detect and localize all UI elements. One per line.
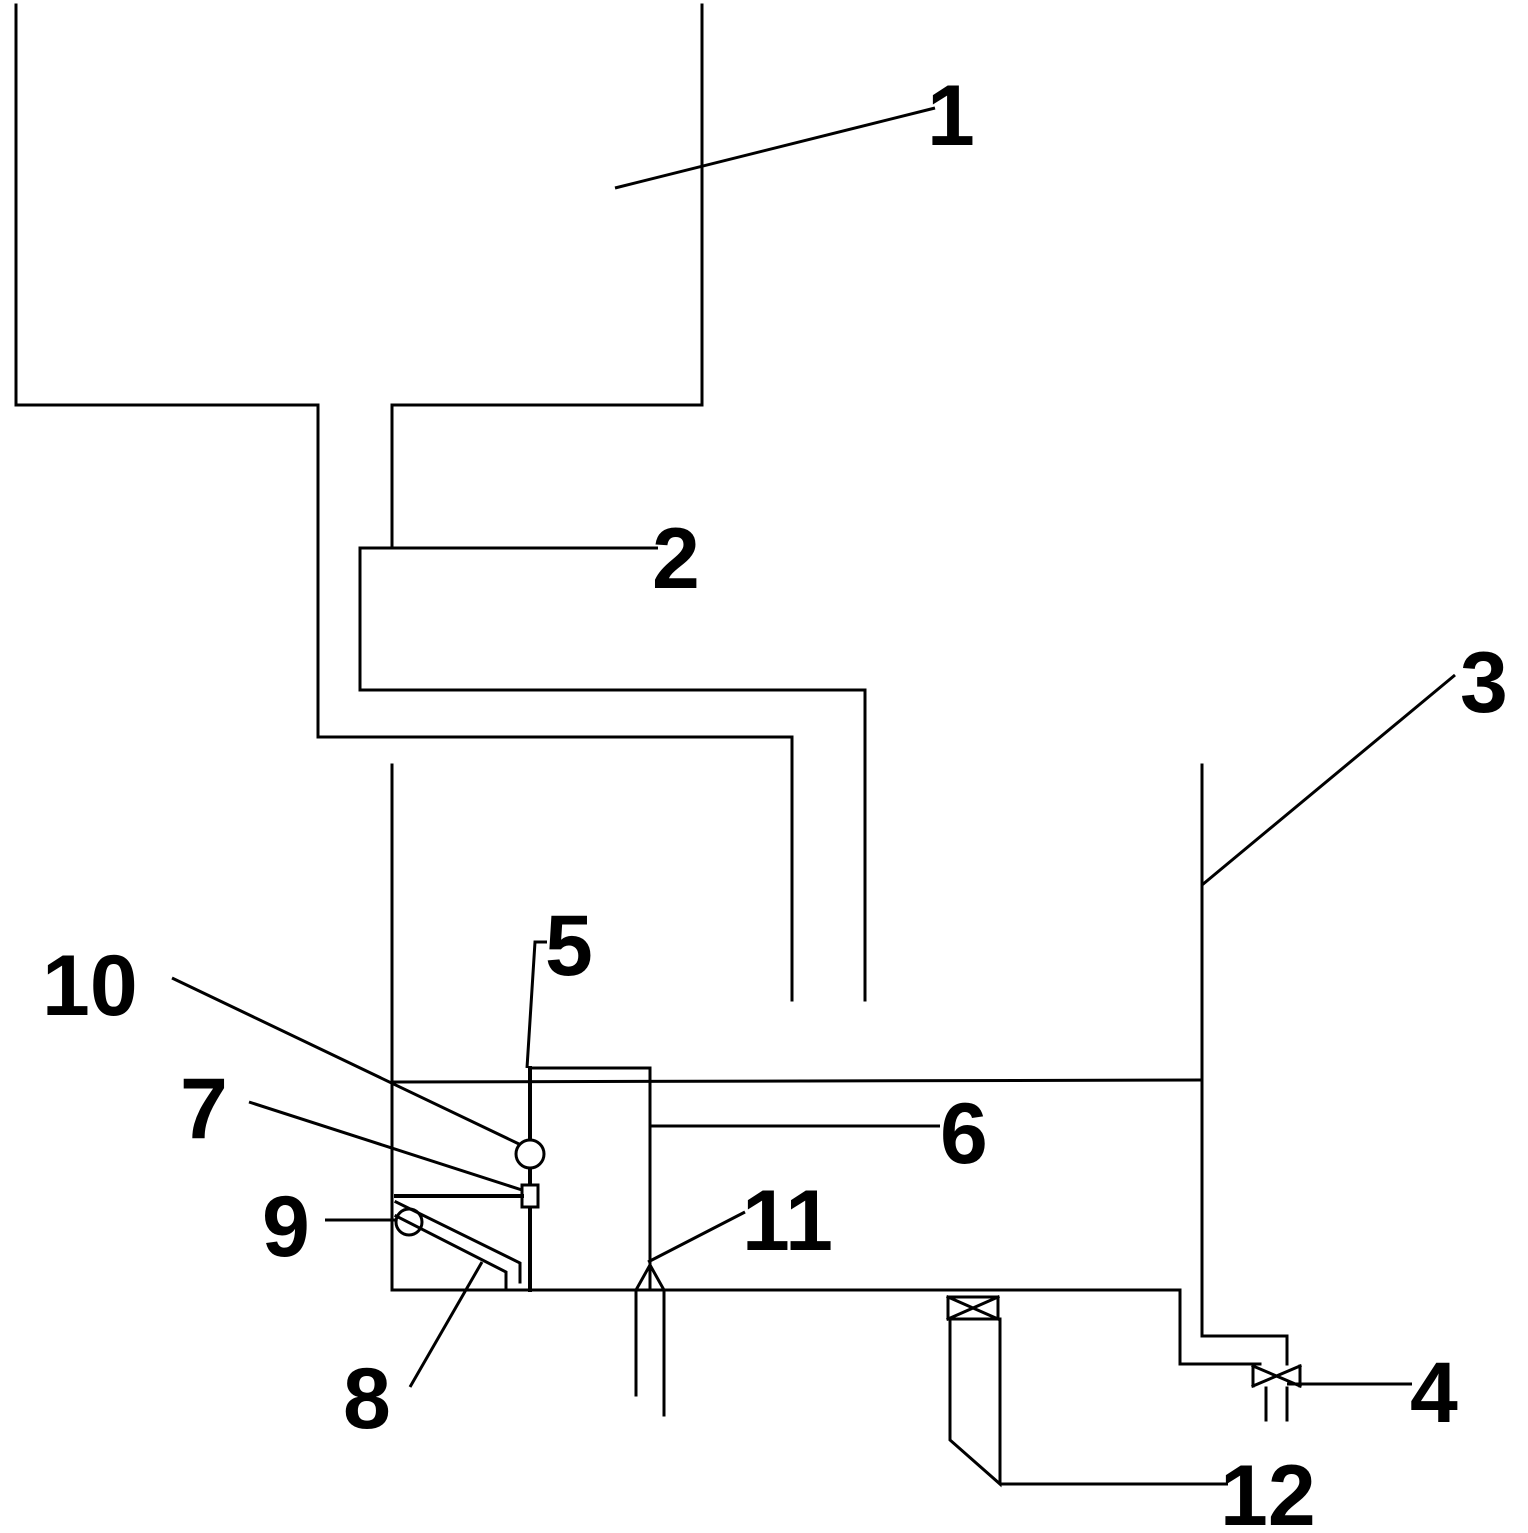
drain-pipe — [948, 1317, 1002, 1488]
label-8: 8 — [343, 1351, 391, 1447]
discharge-pipe — [1264, 1386, 1289, 1422]
label-4: 4 — [1410, 1345, 1458, 1441]
leader-5 — [525, 940, 547, 1069]
flap-plate — [393, 1199, 522, 1290]
label-1: 1 — [927, 68, 975, 164]
leader-11 — [647, 1210, 746, 1264]
label-9: 9 — [262, 1179, 310, 1275]
label-7: 7 — [180, 1061, 228, 1157]
lower-vessel-left-wall — [390, 763, 1262, 1366]
leader-8 — [408, 1261, 484, 1388]
discharge-valve — [1251, 1364, 1302, 1388]
float-ball — [514, 1138, 546, 1170]
leader-1 — [614, 106, 936, 190]
partition-box — [528, 1066, 652, 1292]
label-2: 2 — [652, 511, 700, 607]
upper-tank — [14, 3, 704, 407]
label-10: 10 — [42, 938, 138, 1034]
lower-vessel-right-wall — [1200, 763, 1289, 1366]
label-12: 12 — [1220, 1448, 1316, 1533]
leader-7 — [248, 1100, 523, 1192]
downcomer-pipe-inner — [358, 403, 867, 1002]
drain-valve-cross — [946, 1295, 1000, 1321]
connector-block — [520, 1183, 540, 1209]
label-11: 11 — [742, 1173, 833, 1269]
label-6: 6 — [940, 1086, 988, 1182]
leader-3 — [1201, 673, 1456, 887]
leader-10 — [171, 976, 520, 1146]
downcomer-pipe-outer — [316, 403, 794, 1002]
label-5: 5 — [545, 898, 593, 994]
partition-plate — [390, 1078, 1204, 1084]
label-3: 3 — [1460, 635, 1508, 731]
outlet-pipe — [634, 1261, 666, 1417]
